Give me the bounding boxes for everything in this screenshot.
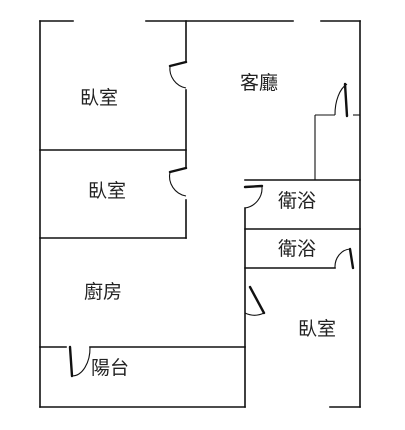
outer-walls (39, 20, 361, 408)
door-bedroom-bottom (244, 285, 266, 316)
door-bathroom-1 (243, 184, 264, 209)
room-label-bathroom-2: 衛浴 (278, 238, 317, 260)
door-bathroom-2 (334, 247, 355, 270)
door-bedroom-middle (168, 166, 188, 197)
room-label-balcony: 陽台 (91, 357, 130, 379)
room-label-bedroom-bottom: 臥室 (298, 318, 337, 340)
interior-walls (39, 20, 361, 408)
door-bedroom-top (168, 60, 188, 89)
room-label-bedroom-middle: 臥室 (88, 180, 127, 202)
room-label-living-room: 客廳 (240, 72, 279, 94)
room-label-bathroom-1: 衛浴 (278, 190, 317, 212)
door-balcony (68, 345, 91, 378)
room-label-bedroom-top: 臥室 (80, 87, 119, 109)
room-label-kitchen: 廚房 (84, 281, 123, 303)
door-living-room (334, 82, 349, 118)
